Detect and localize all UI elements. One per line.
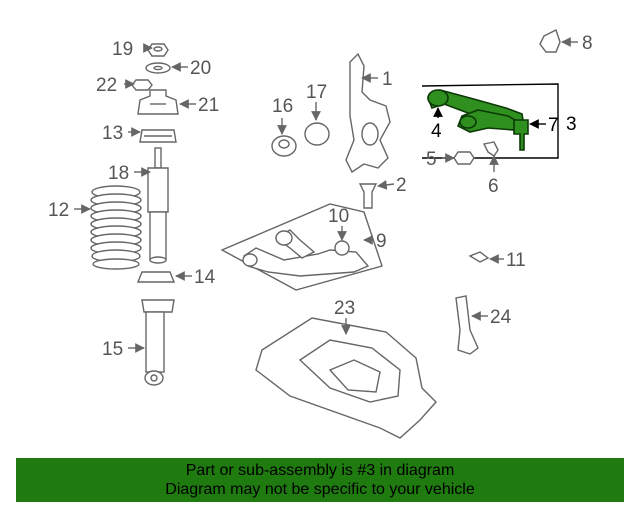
- callout-11: 11: [506, 250, 526, 271]
- callout-3: 3: [566, 114, 577, 135]
- callout-12: 12: [48, 200, 69, 221]
- part-12-coil-spring: [90, 185, 142, 270]
- part-20-washer: [145, 62, 171, 74]
- part-5-nut: [453, 151, 475, 165]
- info-banner: Part or sub-assembly is #3 in diagram Di…: [16, 458, 624, 502]
- callout-5: 5: [426, 149, 437, 170]
- part-22-nut: [131, 79, 153, 91]
- part-11-clip: [468, 251, 490, 263]
- callout-9: 9: [376, 231, 387, 252]
- part-9-lower-control-arm: [220, 203, 383, 291]
- callout-17: 17: [306, 82, 327, 103]
- part-2-ball-joint: [358, 183, 378, 209]
- callout-2: 2: [396, 175, 407, 196]
- part-14-insulator: [136, 271, 176, 283]
- banner-line-2: Diagram may not be specific to your vehi…: [165, 481, 475, 498]
- callout-6: 6: [488, 176, 499, 197]
- callout-13: 13: [102, 123, 123, 144]
- callout-8: 8: [582, 33, 593, 54]
- callout-4: 4: [431, 121, 442, 142]
- callout-24: 24: [490, 307, 512, 328]
- callout-22: 22: [96, 75, 117, 96]
- callout-23: 23: [334, 298, 355, 319]
- part-24-bracket: [455, 295, 479, 355]
- part-16-bushing: [271, 135, 297, 157]
- callout-1: 1: [382, 69, 393, 90]
- callout-14: 14: [194, 267, 216, 288]
- callout-16: 16: [272, 96, 293, 117]
- callout-20: 20: [190, 58, 211, 79]
- callout-10: 10: [328, 206, 349, 227]
- part-6-clip: [482, 141, 499, 157]
- part-15-shock-absorber: [141, 299, 175, 386]
- callout-15: 15: [102, 339, 123, 360]
- part-21-mount: [137, 89, 179, 115]
- parts-diagram: 19 20 22 21 13 18 12 14 15 16 17 1 2 8 3…: [48, 29, 593, 439]
- part-19-nut: [147, 43, 169, 57]
- part-10-bushing: [334, 240, 350, 256]
- part-23-skid-plate: [255, 317, 437, 439]
- part-8-bumper: [539, 29, 561, 53]
- banner-line-1: Part or sub-assembly is #3 in diagram: [185, 462, 455, 479]
- callout-21: 21: [198, 95, 219, 116]
- part-13-insulator: [139, 129, 177, 143]
- leader-lines: [74, 37, 578, 353]
- callout-19: 19: [112, 39, 133, 60]
- callout-7: 7: [548, 115, 559, 136]
- callout-18: 18: [108, 163, 129, 184]
- part-18-strut: [147, 147, 169, 264]
- part-17-bushing: [304, 122, 330, 146]
